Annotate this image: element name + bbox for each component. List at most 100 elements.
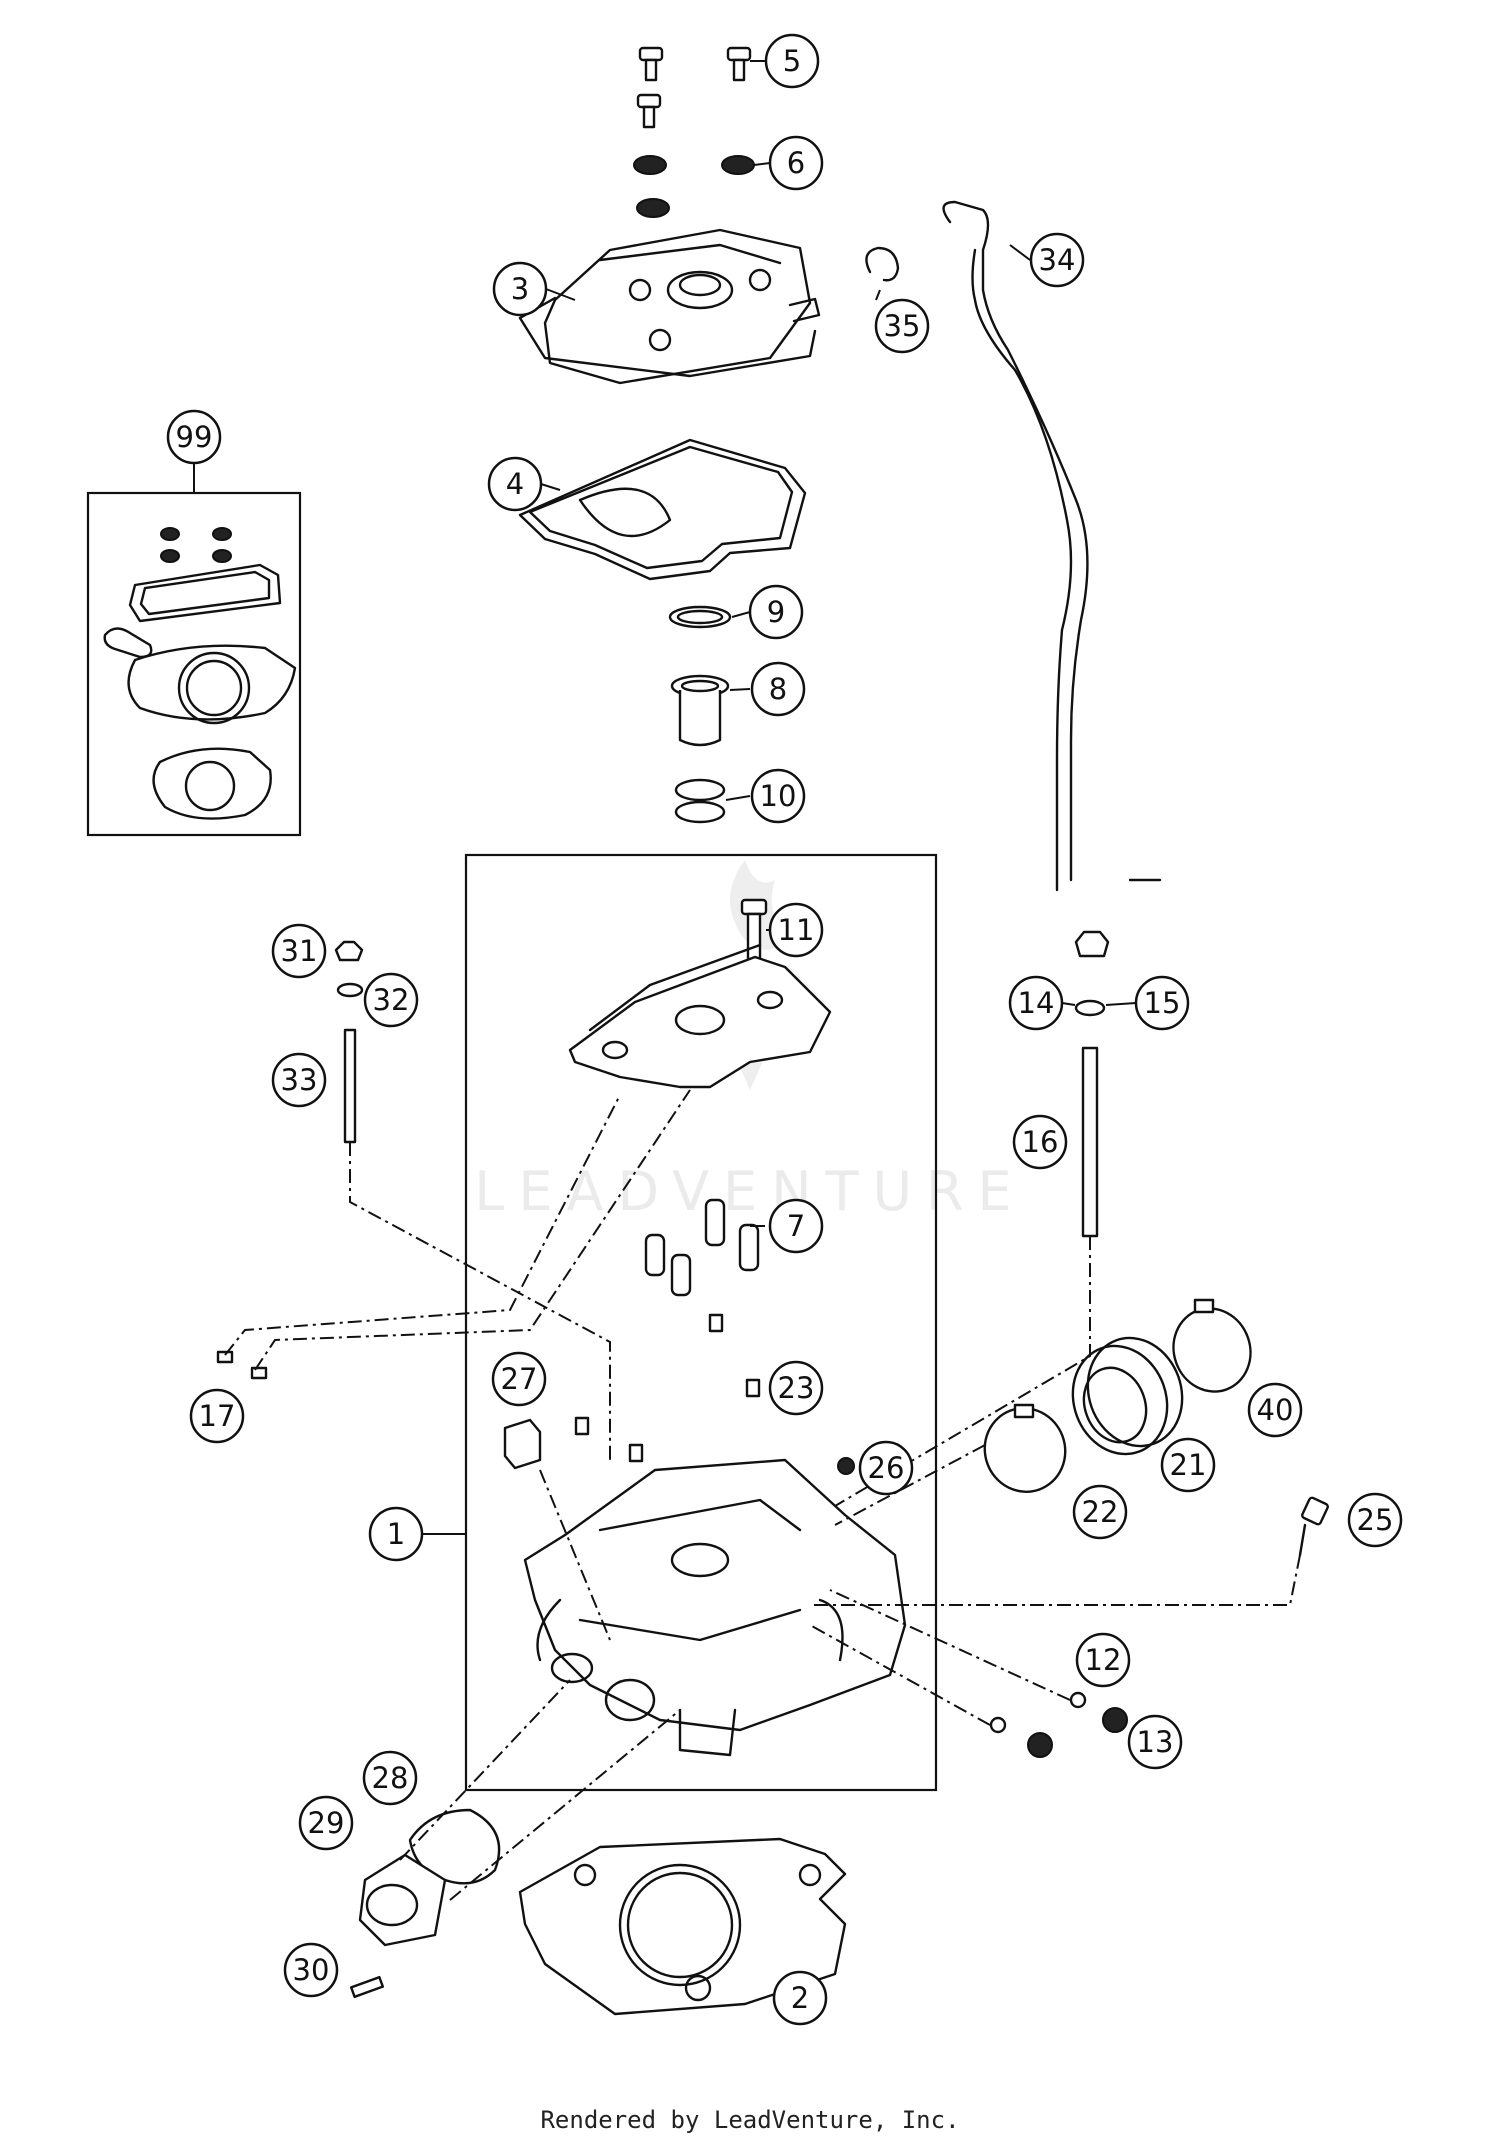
intake-boot-21 xyxy=(1071,1336,1184,1456)
callout-26: 26 xyxy=(858,1440,914,1496)
callout-22: 22 xyxy=(1072,1484,1128,1540)
svg-text:29: 29 xyxy=(308,1806,345,1840)
gasket-kit-99 xyxy=(103,527,297,820)
clamp-40 xyxy=(1172,1298,1252,1393)
svg-text:9: 9 xyxy=(767,595,785,629)
callout-4: 4 xyxy=(487,456,543,512)
camshaft-holder xyxy=(568,943,832,1089)
svg-text:11: 11 xyxy=(778,913,815,947)
svg-text:14: 14 xyxy=(1018,986,1055,1020)
callout-35: 35 xyxy=(874,298,930,354)
svg-text:35: 35 xyxy=(884,309,921,343)
stud-33-group xyxy=(334,940,364,1144)
svg-text:3: 3 xyxy=(511,272,529,306)
clamp-22 xyxy=(983,1403,1067,1493)
callout-15: 15 xyxy=(1134,975,1190,1031)
callout-10: 10 xyxy=(750,768,806,824)
callout-6: 6 xyxy=(768,135,824,191)
svg-text:30: 30 xyxy=(293,1953,330,1987)
svg-text:12: 12 xyxy=(1085,1643,1122,1677)
valve-cover-3 xyxy=(518,228,821,385)
svg-text:33: 33 xyxy=(281,1063,318,1097)
callout-34: 34 xyxy=(1029,232,1085,288)
footer-credit: Rendered by LeadVenture, Inc. xyxy=(540,2106,959,2134)
watermark-text: LEADVENTURE xyxy=(474,1160,1025,1223)
callout-33: 33 xyxy=(271,1052,327,1108)
svg-text:27: 27 xyxy=(501,1362,538,1396)
callout-5: 5 xyxy=(764,33,820,89)
callout-13: 13 xyxy=(1127,1714,1183,1770)
callouts: 1 2 3 4 5 6 7 8 9 10 11 12 13 14 15 16 1… xyxy=(166,33,1403,2026)
svg-text:1: 1 xyxy=(387,1517,405,1551)
svg-text:13: 13 xyxy=(1137,1725,1174,1759)
callout-40: 40 xyxy=(1247,1382,1303,1438)
callout-31: 31 xyxy=(271,923,327,979)
svg-text:31: 31 xyxy=(281,934,318,968)
callout-32: 32 xyxy=(363,972,419,1028)
svg-text:25: 25 xyxy=(1357,1503,1394,1537)
o-ring-10b xyxy=(674,800,726,824)
svg-text:34: 34 xyxy=(1039,243,1076,277)
svg-text:28: 28 xyxy=(372,1761,409,1795)
svg-text:40: 40 xyxy=(1257,1393,1294,1427)
grommets-6 xyxy=(633,155,755,218)
callout-21: 21 xyxy=(1160,1437,1216,1493)
washer-12-plug-13 xyxy=(989,1691,1128,1758)
valve-lifters-7 xyxy=(644,1198,760,1297)
head-gasket-2 xyxy=(518,1837,847,2016)
cylinder-head-group-frame xyxy=(464,853,938,1792)
callout-14: 14 xyxy=(1008,975,1064,1031)
callout-29: 29 xyxy=(298,1795,354,1851)
seal-ring-9 xyxy=(668,605,732,629)
breather-hose-34 xyxy=(942,200,1089,882)
callout-3: 3 xyxy=(492,261,548,317)
hose-clamp-35 xyxy=(865,246,900,282)
callout-9: 9 xyxy=(748,584,804,640)
callout-2: 2 xyxy=(772,1970,828,2026)
svg-text:7: 7 xyxy=(787,1209,805,1243)
svg-text:99: 99 xyxy=(176,420,213,454)
breather-hose-34-edge xyxy=(971,248,1073,892)
flange-29 xyxy=(358,1853,447,1947)
callout-99: 99 xyxy=(166,409,222,465)
bolts-17 xyxy=(216,1350,268,1380)
dowels-23 xyxy=(574,1313,761,1463)
svg-text:21: 21 xyxy=(1170,1448,1207,1482)
callout-30: 30 xyxy=(283,1942,339,1998)
svg-text:26: 26 xyxy=(868,1451,905,1485)
nut-26 xyxy=(837,1457,855,1475)
plug-27 xyxy=(503,1418,542,1470)
svg-text:17: 17 xyxy=(199,1399,236,1433)
svg-text:22: 22 xyxy=(1082,1495,1119,1529)
temperature-sensor-25 xyxy=(1298,1496,1329,1557)
callout-11: 11 xyxy=(768,902,824,958)
svg-text:32: 32 xyxy=(373,983,410,1017)
seal-ring-9-inner xyxy=(676,609,724,625)
valve-cover-gasket-4 xyxy=(518,438,807,581)
o-ring-10a xyxy=(674,778,726,802)
svg-text:2: 2 xyxy=(791,1981,809,2015)
callout-8: 8 xyxy=(750,661,806,717)
svg-text:4: 4 xyxy=(506,467,524,501)
stud-16-group xyxy=(1074,930,1110,1238)
svg-text:5: 5 xyxy=(783,44,801,78)
sleeve-8 xyxy=(670,674,730,747)
callout-25: 25 xyxy=(1347,1492,1403,1548)
cylinder-head-1 xyxy=(523,1458,907,1757)
svg-text:15: 15 xyxy=(1144,986,1181,1020)
svg-text:16: 16 xyxy=(1022,1125,1059,1159)
callout-28: 28 xyxy=(362,1750,418,1806)
svg-text:23: 23 xyxy=(778,1371,815,1405)
callout-1: 1 xyxy=(368,1506,424,1562)
svg-text:6: 6 xyxy=(787,146,805,180)
callout-23: 23 xyxy=(768,1360,824,1416)
bolts-5 xyxy=(636,46,752,129)
callout-12: 12 xyxy=(1075,1632,1131,1688)
svg-text:8: 8 xyxy=(769,672,787,706)
callout-27: 27 xyxy=(491,1351,547,1407)
callout-7: 7 xyxy=(768,1198,824,1254)
svg-text:10: 10 xyxy=(760,779,797,813)
gasket-kit-frame xyxy=(86,491,302,837)
assembly-lines xyxy=(224,1089,1301,1901)
